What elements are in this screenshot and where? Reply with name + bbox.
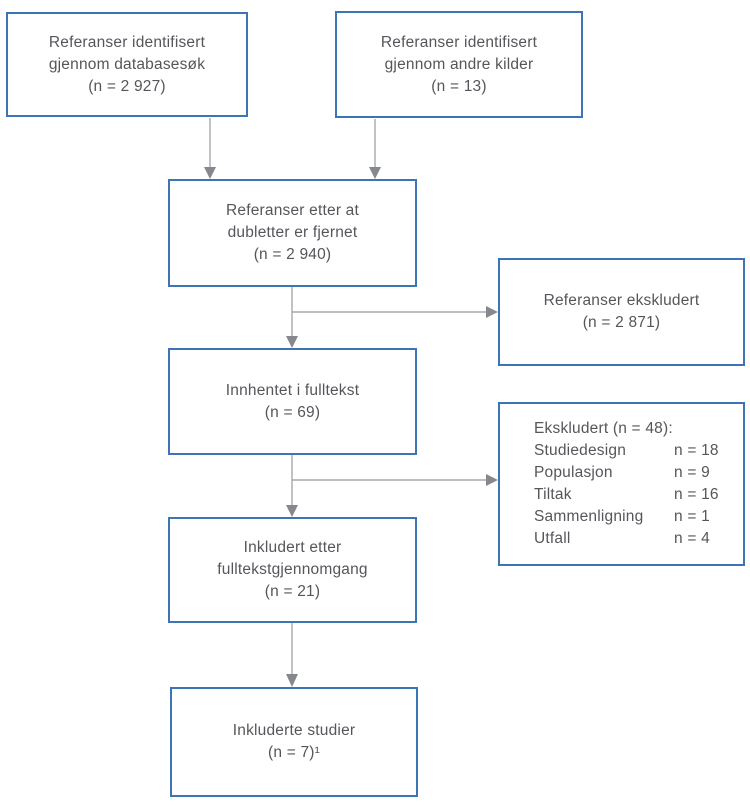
exclusion-reason-label: Populasjon	[534, 464, 613, 481]
node-after-duplicates-removed: Referanser etter at dubletter er fjernet…	[168, 179, 417, 287]
node-identified-databases: Referanser identifisert gjennom database…	[6, 12, 248, 117]
exclusion-reason-label: Utfall	[534, 530, 571, 547]
exclusion-reason-label: Studiedesign	[534, 442, 627, 459]
node-included-after-fulltext: Inkludert etter fulltekstgjennomgang (n …	[168, 517, 417, 623]
arrow-head-fulltext-to-included	[286, 505, 298, 517]
node-identified-databases-label: Referanser identifisert gjennom database…	[48, 33, 206, 95]
exclusion-reasons-heading: Ekskludert (n = 48):	[534, 420, 673, 437]
exclusion-reason-row: Studiedesign n = 18	[534, 440, 733, 462]
node-included-studies: Inkluderte studier (n = 7)¹	[170, 687, 418, 797]
exclusion-reason-row: Populasjon n = 9	[534, 462, 733, 484]
node-identified-other-sources-label: Referanser identifisert gjennom andre ki…	[380, 33, 538, 95]
arrow-head-branch-excluded-refs	[486, 306, 498, 318]
exclusion-reason-row: Tiltak n = 16	[534, 484, 733, 506]
node-references-excluded: Referanser ekskludert (n = 2 871)	[498, 258, 745, 366]
node-fulltext-retrieved: Innhentet i fulltekst (n = 69)	[168, 348, 417, 455]
arrow-head-dedup-to-fulltext	[286, 336, 298, 348]
node-included-studies-label: Inkluderte studier (n = 7)¹	[232, 722, 356, 761]
arrow-head-branch-excluded-reasons	[486, 474, 498, 486]
exclusion-reason-label: Tiltak	[534, 486, 572, 503]
arrow-head-included-to-studies	[286, 674, 298, 687]
exclusion-reason-value: n = 18	[674, 442, 719, 459]
node-after-duplicates-removed-label: Referanser etter at dubletter er fjernet…	[225, 202, 360, 263]
node-identified-other-sources: Referanser identifisert gjennom andre ki…	[335, 11, 583, 118]
exclusion-reason-value: n = 16	[674, 486, 719, 503]
exclusion-reason-row: Sammenligning n = 1	[534, 506, 733, 528]
node-exclusion-reasons: Ekskludert (n = 48): Studiedesign n = 18…	[498, 402, 745, 566]
exclusion-reason-value: n = 9	[674, 464, 710, 481]
exclusion-reason-value: n = 1	[674, 508, 710, 525]
exclusion-reason-value: n = 4	[674, 530, 710, 547]
arrow-head-databases-to-dedup	[204, 167, 216, 179]
exclusion-reason-row: Utfall n = 4	[534, 528, 733, 550]
exclusion-reason-label: Sammenligning	[534, 508, 644, 525]
node-included-after-fulltext-label: Inkludert etter fulltekstgjennomgang (n …	[217, 539, 368, 600]
node-references-excluded-label: Referanser ekskludert (n = 2 871)	[543, 292, 700, 331]
node-fulltext-retrieved-label: Innhentet i fulltekst (n = 69)	[225, 381, 360, 421]
arrow-head-other-to-dedup	[369, 167, 381, 179]
